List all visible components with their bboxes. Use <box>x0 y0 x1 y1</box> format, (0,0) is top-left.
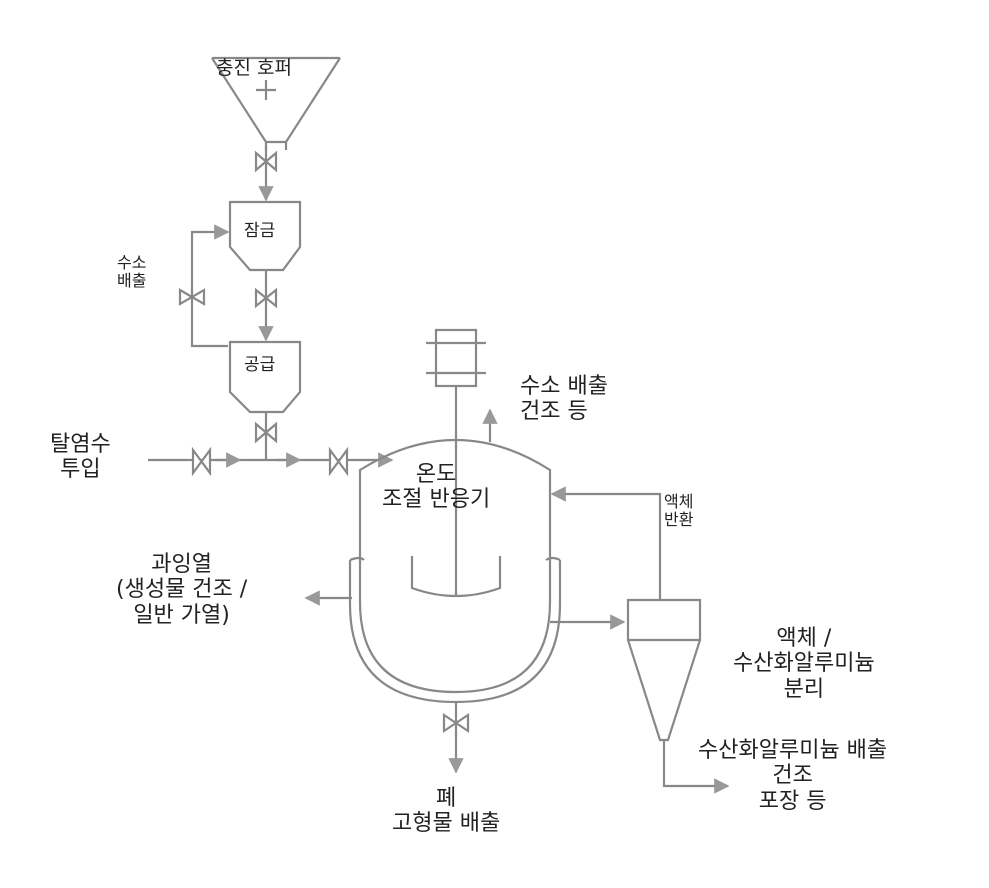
separator-label: 액체 / 수산화알루미늄 분리 <box>733 626 875 702</box>
hydrogen-vent-right-label: 수소 배출 건조 등 <box>520 374 608 425</box>
separator <box>628 600 700 740</box>
hydrogen-vent-left-label: 수소 배출 <box>117 254 146 291</box>
product-out-label: 수산화알루미늄 배출 건조 포장 등 <box>698 738 887 814</box>
supply-tank <box>230 342 300 412</box>
reactor-label: 온도 조절 반응기 <box>382 462 490 513</box>
liquid-return-label: 액체 반환 <box>664 493 693 530</box>
demin-water-label: 탈염수 투입 <box>50 432 111 483</box>
valve-water-1 <box>193 450 210 473</box>
lock-tank-label: 잠금 <box>244 222 275 242</box>
hopper-label: 충진 호퍼 <box>216 58 292 80</box>
valve-water-2 <box>330 450 347 473</box>
supply-tank-label: 공급 <box>244 356 275 376</box>
waste-out-label: 폐 고형물 배출 <box>392 786 500 837</box>
excess-heat-label: 과잉열 (생성물 건조 / 일반 가열) <box>116 552 247 628</box>
stirrer-motor <box>436 330 476 386</box>
